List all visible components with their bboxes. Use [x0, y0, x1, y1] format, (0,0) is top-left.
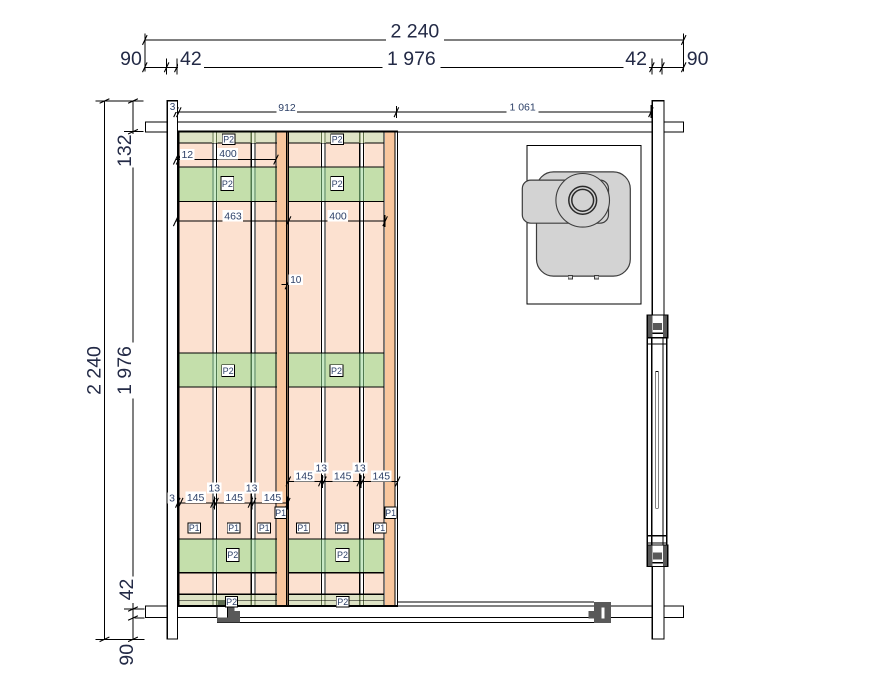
svg-text:1 976: 1 976 [114, 346, 136, 395]
svg-text:13: 13 [354, 462, 366, 474]
svg-text:3: 3 [170, 102, 176, 113]
svg-text:42: 42 [180, 48, 202, 70]
svg-text:463: 463 [224, 210, 242, 222]
svg-text:12: 12 [181, 149, 193, 161]
svg-text:10: 10 [290, 275, 302, 286]
svg-text:3: 3 [169, 493, 175, 505]
svg-text:P1: P1 [189, 523, 200, 533]
svg-text:90: 90 [116, 644, 138, 666]
svg-text:P1: P1 [336, 523, 347, 533]
svg-text:P1: P1 [259, 523, 270, 533]
svg-text:P2: P2 [223, 366, 234, 376]
svg-text:P2: P2 [226, 597, 237, 607]
svg-text:P2: P2 [331, 366, 342, 376]
svg-text:P2: P2 [332, 179, 343, 189]
svg-text:2 240: 2 240 [84, 346, 106, 395]
svg-text:145: 145 [373, 470, 391, 482]
svg-text:145: 145 [187, 492, 205, 504]
svg-text:13: 13 [315, 462, 327, 474]
svg-text:P1: P1 [228, 523, 239, 533]
svg-text:2 240: 2 240 [390, 20, 439, 42]
svg-text:400: 400 [219, 148, 237, 160]
svg-text:145: 145 [334, 470, 352, 482]
svg-text:P2: P2 [337, 597, 348, 607]
svg-text:1 976: 1 976 [387, 48, 436, 70]
svg-text:P1: P1 [275, 508, 286, 518]
svg-text:145: 145 [295, 470, 313, 482]
svg-text:400: 400 [329, 210, 347, 222]
svg-text:145: 145 [264, 492, 282, 504]
svg-text:13: 13 [208, 483, 220, 495]
svg-text:42: 42 [116, 579, 138, 601]
svg-text:90: 90 [687, 48, 709, 70]
svg-text:P1: P1 [374, 523, 385, 533]
svg-text:145: 145 [225, 492, 243, 504]
svg-text:90: 90 [120, 48, 142, 70]
svg-text:1 061: 1 061 [509, 101, 535, 113]
svg-text:P2: P2 [332, 134, 343, 144]
svg-text:P2: P2 [337, 550, 348, 560]
svg-text:13: 13 [246, 483, 258, 495]
svg-text:P2: P2 [227, 550, 238, 560]
svg-text:42: 42 [625, 48, 647, 70]
svg-text:P2: P2 [222, 179, 233, 189]
svg-text:P2: P2 [223, 134, 234, 144]
svg-text:P1: P1 [297, 523, 308, 533]
svg-text:P1: P1 [385, 508, 396, 518]
svg-text:132: 132 [114, 134, 136, 167]
svg-text:912: 912 [278, 102, 296, 114]
